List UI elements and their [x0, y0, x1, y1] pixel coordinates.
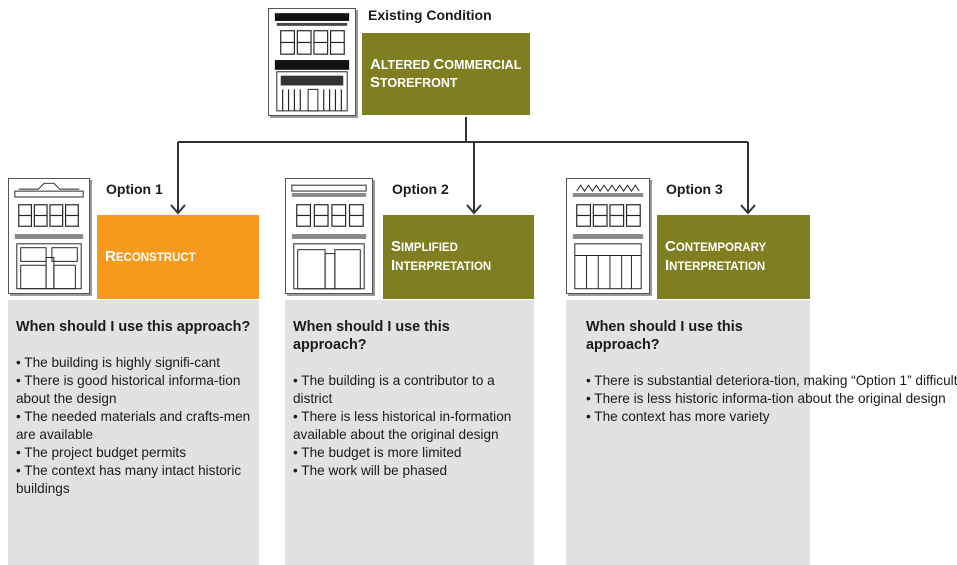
- existing-title-line1: Altered Commercial: [370, 56, 522, 73]
- option-1-heading: Option 1: [106, 181, 163, 197]
- option-2-question: When should I use this approach?: [293, 319, 450, 353]
- list-item: • The work will be phased: [293, 463, 448, 478]
- list-item: • The project budget permits: [16, 445, 186, 460]
- existing-condition-heading: Existing Condition: [368, 7, 492, 23]
- option-1-question: When should I use this approach?: [16, 319, 251, 335]
- option-3-question: When should I use this approach?: [586, 319, 743, 353]
- option-2-title-line1: Simplified: [391, 238, 458, 255]
- list-item: • There is substantial deteriora-tion, m…: [586, 373, 957, 388]
- option-1-bullet-list: • The building is highly signifi-cant • …: [16, 354, 251, 498]
- list-item: • There is less historic informa-tion ab…: [586, 391, 946, 406]
- option-2-panel: When should I use this approach? • The b…: [285, 300, 534, 565]
- list-item: • The needed materials and crafts-men ar…: [16, 409, 251, 442]
- option-2-title-line2: Interpretation: [391, 257, 492, 274]
- option-3-title-line2: Interpretation: [665, 257, 766, 274]
- list-item: • There is good historical informa-tion …: [16, 373, 241, 406]
- option-3-title-line1: Contemporary: [665, 238, 767, 255]
- existing-condition-title: Altered Commercial Storefront: [362, 33, 530, 115]
- option-3-panel: When should I use this approach? • There…: [566, 300, 957, 565]
- existing-title-line2: Storefront: [370, 74, 458, 91]
- storefront-building-icon: [268, 8, 356, 116]
- option-3-bullet-list: • There is substantial deteriora-tion, m…: [586, 372, 957, 426]
- contemporary-building-icon: [566, 178, 650, 294]
- list-item: • The context has more variety: [586, 409, 770, 424]
- option-1-title: Reconstruct: [97, 215, 259, 299]
- list-item: • The building is a contributor to a dis…: [293, 373, 495, 406]
- option-3-title: Contemporary Interpretation: [657, 215, 810, 299]
- list-item: • The context has many intact historic b…: [16, 463, 242, 496]
- list-item: • The budget is more limited: [293, 445, 462, 460]
- option-2-heading: Option 2: [392, 181, 449, 197]
- list-item: • There is less historical in-formation …: [293, 409, 512, 442]
- option-2-bullet-list: • The building is a contributor to a dis…: [293, 372, 526, 480]
- list-item: • The building is highly signifi-cant: [16, 355, 220, 370]
- simplified-building-icon: [285, 178, 373, 294]
- option-1-title-line1: Reconstruct: [105, 247, 196, 265]
- option-2-title: Simplified Interpretation: [383, 215, 534, 299]
- option-1-panel: When should I use this approach? • The b…: [8, 300, 259, 565]
- option-3-heading: Option 3: [666, 181, 723, 197]
- reconstructed-building-icon: [8, 178, 90, 294]
